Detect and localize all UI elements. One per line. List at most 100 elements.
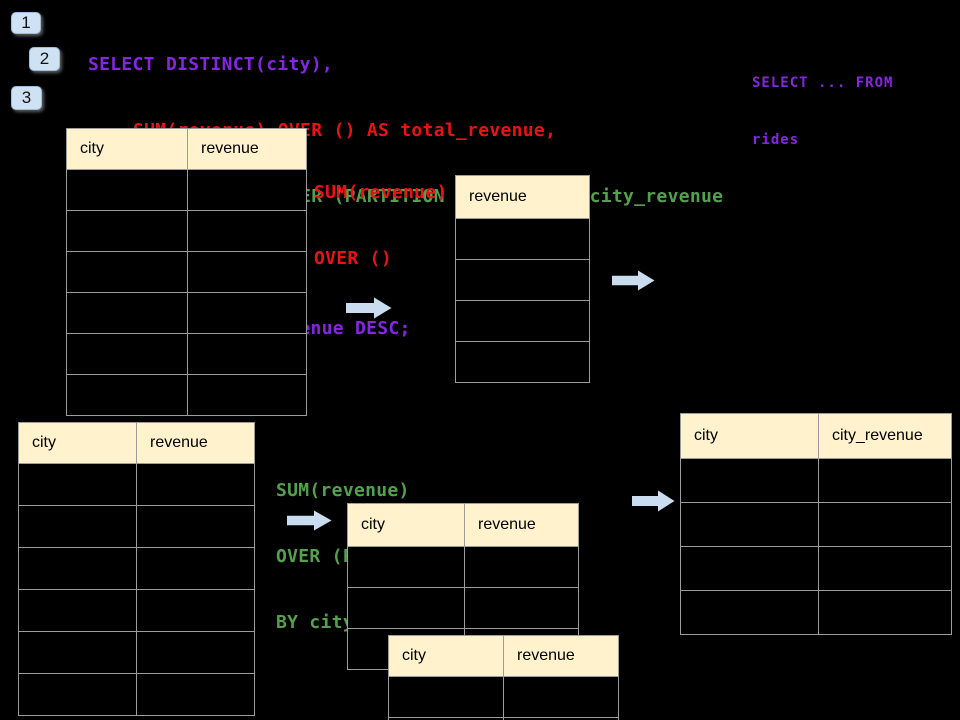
column-header: revenue [187, 129, 306, 169]
arrow-shape [346, 297, 392, 319]
column-header: city [389, 636, 503, 676]
table-cell [503, 718, 618, 720]
table-cell [503, 677, 618, 717]
table-cell [187, 252, 306, 292]
table-cell [818, 547, 951, 590]
table-cell [456, 342, 589, 382]
table-row [348, 587, 578, 628]
table-cell [464, 547, 578, 587]
table-row [67, 333, 306, 374]
table-cell [681, 591, 818, 634]
table-cell [681, 547, 818, 590]
table-row [681, 458, 951, 502]
column-header: revenue [456, 176, 589, 218]
table-row [389, 717, 618, 720]
table-cell [348, 547, 464, 587]
arrow-right-icon [287, 510, 332, 531]
table-row [389, 676, 618, 717]
table-cell [187, 211, 306, 251]
table-cell [19, 590, 136, 631]
arrow-right-icon [346, 297, 392, 319]
table-cell [187, 375, 306, 415]
table-row [456, 259, 589, 300]
table-cell [67, 293, 187, 333]
table-cell [19, 674, 136, 715]
arrow-right-icon [612, 270, 655, 291]
table-row [67, 169, 306, 210]
arrow-shape [287, 510, 332, 531]
column-header: city [67, 129, 187, 169]
table-cell [19, 632, 136, 673]
table-cell [67, 334, 187, 374]
table-cell [67, 252, 187, 292]
column-header: city_revenue [818, 414, 951, 458]
table-cell [136, 548, 254, 589]
table-row [67, 374, 306, 415]
table-cell [19, 548, 136, 589]
table-row [19, 463, 254, 505]
table-row [67, 292, 306, 333]
annotation-total-line-1: SUM(revenue) [314, 182, 448, 203]
table-cell [136, 590, 254, 631]
table-cell [67, 211, 187, 251]
sql-line-select: SELECT DISTINCT(city), [88, 54, 334, 75]
table-row [456, 341, 589, 382]
column-header: city [681, 414, 818, 458]
arrow-shape [612, 270, 655, 291]
step-badge-1: 1 [11, 12, 41, 34]
annotation-total-line-2: OVER () [314, 248, 392, 269]
table-cell [187, 334, 306, 374]
column-header: city [19, 423, 136, 463]
arrow-shape [632, 490, 675, 512]
table-row [348, 546, 578, 587]
column-header: city [348, 504, 464, 546]
table-cell [818, 591, 951, 634]
table-cell [136, 632, 254, 673]
table-cell [67, 375, 187, 415]
table-cell [136, 506, 254, 547]
step-badge-3: 3 [11, 86, 42, 110]
table-row [19, 589, 254, 631]
table-row [456, 218, 589, 259]
table-cell [456, 260, 589, 300]
table-row [681, 590, 951, 634]
column-header: revenue [503, 636, 618, 676]
table-cell [681, 459, 818, 502]
table-cell [187, 170, 306, 210]
table-row [67, 210, 306, 251]
table-cell [681, 503, 818, 546]
annotation-partition-line-1: SUM(revenue) [276, 480, 410, 501]
table-row [456, 300, 589, 341]
table-cell [19, 464, 136, 505]
column-header: revenue [464, 504, 578, 546]
side-note-line-1: SELECT ... FROM [752, 75, 894, 91]
table-cell [136, 464, 254, 505]
table-cell [19, 506, 136, 547]
table-row [67, 251, 306, 292]
side-note-line-2: rides [752, 132, 800, 148]
table-header-row: revenue [456, 176, 589, 218]
arrow-right-icon [632, 490, 675, 512]
table-cell [389, 677, 503, 717]
table-cell [389, 718, 503, 720]
column-header: revenue [136, 423, 254, 463]
sql-side-note: SELECT ... FROM rides [752, 36, 893, 188]
table-cell [456, 301, 589, 341]
table-row [19, 631, 254, 673]
table-total-revenue-result: revenue [455, 175, 590, 383]
table-cell [67, 170, 187, 210]
table-cell [818, 459, 951, 502]
table-row [19, 547, 254, 589]
table-cell [187, 293, 306, 333]
step-badge-2: 2 [29, 47, 60, 71]
table-cell [818, 503, 951, 546]
